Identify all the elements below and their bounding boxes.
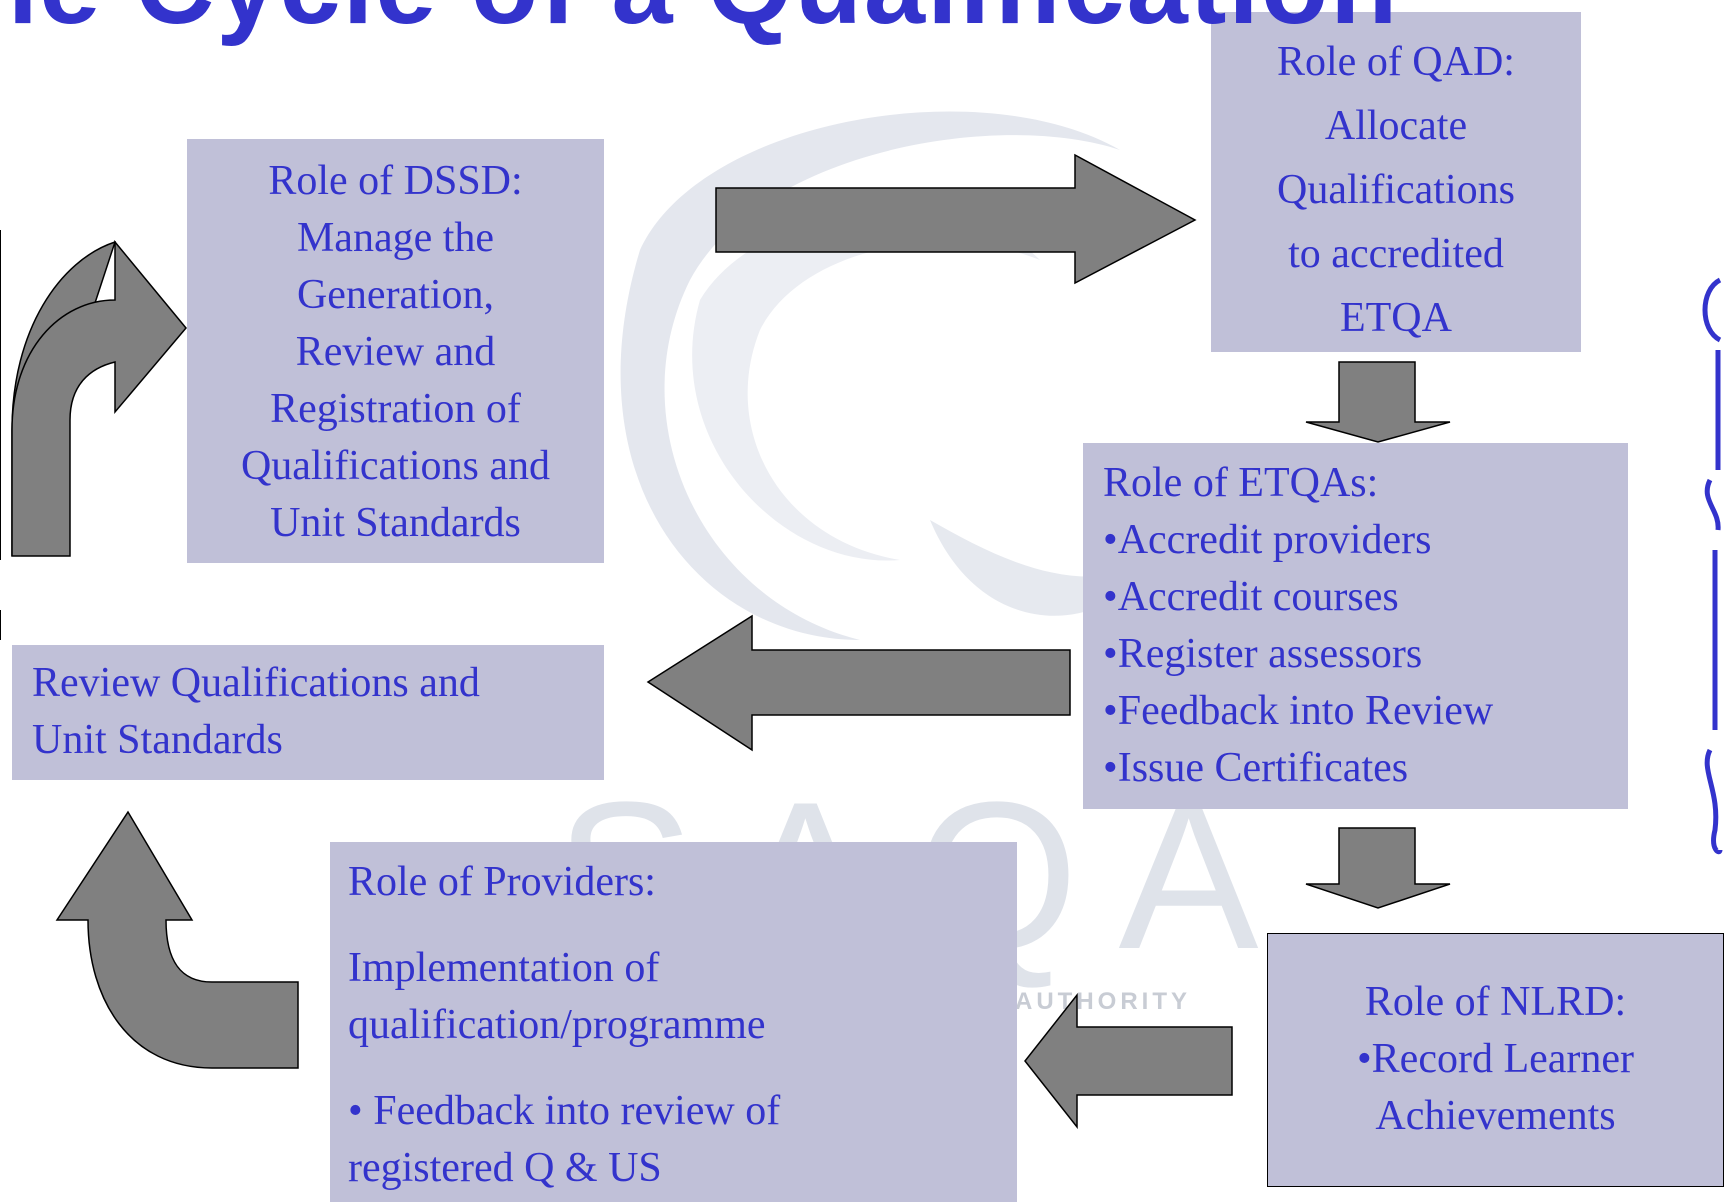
nlrd-line: Role of NLRD:: [1364, 979, 1627, 1025]
providers-paragraph-line: registered Q & US: [348, 1145, 662, 1191]
curved-arrow-up-right-icon: [11, 239, 187, 557]
dssd-line: Unit Standards: [270, 500, 521, 546]
providers-heading: Role of Providers:: [348, 859, 656, 905]
qad-line: ETQA: [1340, 295, 1452, 341]
nlrd-role-box: Role of NLRD: •Record Learner Achievemen…: [1267, 933, 1724, 1187]
dssd-role-box: Role of DSSD: Manage the Generation, Rev…: [187, 139, 604, 563]
side-divider-line: [0, 230, 1, 560]
qad-line: Qualifications: [1277, 167, 1515, 213]
arrow-left-icon: [1024, 992, 1233, 1130]
arrow-left-icon: [646, 614, 1071, 752]
nlrd-line: •Record Learner: [1356, 1036, 1635, 1082]
providers-paragraph-line: • Feedback into review of: [348, 1088, 781, 1134]
qad-line: to accredited: [1288, 231, 1504, 277]
qad-line: Allocate: [1324, 103, 1468, 149]
arrow-down-icon: [1305, 827, 1451, 909]
review-line: Unit Standards: [32, 717, 283, 763]
providers-paragraph-line: Implementation of: [348, 945, 660, 991]
dssd-line: Qualifications and: [240, 443, 551, 489]
watermark-authority-text: AUTHORITY: [1015, 988, 1191, 1015]
dssd-line: Role of DSSD:: [268, 158, 523, 204]
dssd-line: Registration of: [270, 386, 521, 432]
review-box: Review Qualifications and Unit Standards: [12, 645, 604, 780]
curved-arrow-up-icon: [55, 810, 299, 1069]
etqa-bullet: •Accredit courses: [1103, 574, 1399, 620]
side-divider-line: [0, 610, 1, 640]
decorative-script-icon: [1702, 277, 1723, 855]
arrow-down-icon: [1305, 361, 1451, 443]
etqa-bullet: •Issue Certificates: [1103, 745, 1409, 791]
etqa-bullet: •Feedback into Review: [1103, 688, 1494, 734]
qad-role-box: Role of QAD: Allocate Qualifications to …: [1211, 12, 1581, 352]
dssd-line: Manage the: [296, 215, 495, 261]
etqa-heading: Role of ETQAs:: [1103, 460, 1379, 506]
dssd-line: Generation,: [296, 272, 495, 318]
etqa-bullet: •Accredit providers: [1103, 517, 1432, 563]
dssd-line: Review and: [295, 329, 496, 375]
arrow-right-icon: [715, 153, 1197, 285]
review-line: Review Qualifications and: [32, 660, 480, 706]
etqa-role-box: Role of ETQAs: •Accredit providers •Accr…: [1083, 443, 1628, 809]
qad-line: Role of QAD:: [1277, 39, 1515, 85]
providers-paragraph-line: qualification/programme: [348, 1002, 766, 1048]
nlrd-line: Achievements: [1375, 1093, 1616, 1139]
etqa-bullet: •Register assessors: [1103, 631, 1423, 677]
page-title: he Cycle of a Qualification: [0, 0, 1490, 49]
providers-role-box: Role of Providers: Implementation of qua…: [330, 842, 1017, 1202]
